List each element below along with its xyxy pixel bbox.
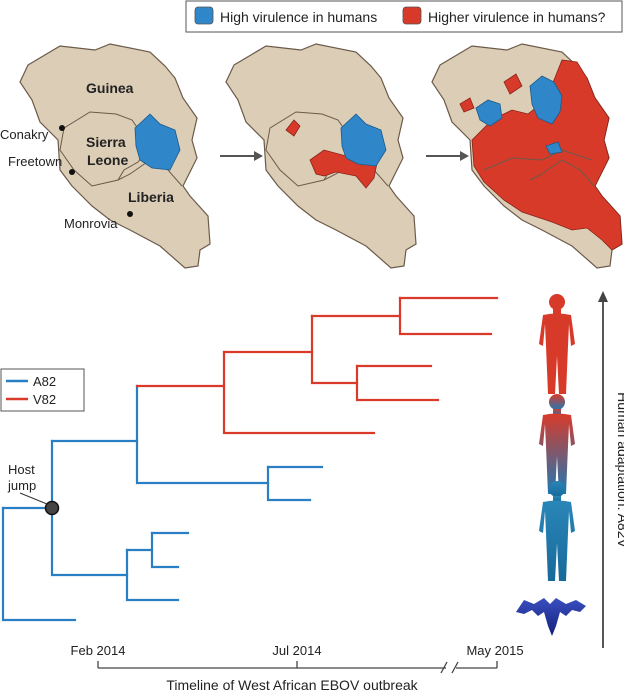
map3-red-spot-2 <box>503 73 523 95</box>
legend-label-a82: A82 <box>33 374 56 389</box>
host-jump-node <box>44 500 60 516</box>
monrovia-dot <box>127 211 133 217</box>
human-gradient-icon <box>539 394 575 494</box>
map-panel-1: Guinea Sierra Leone Liberia Conakry Free… <box>0 43 211 269</box>
tree-branch-lower-sub2 <box>150 531 180 569</box>
map2-high-virulence-area <box>340 113 387 167</box>
map3-border-a <box>483 149 593 171</box>
host-jump-label-line1: Host <box>8 462 35 477</box>
higher-virulence-swatch <box>402 6 422 25</box>
host-jump-label-line2: jump <box>7 478 36 493</box>
progress-arrow-1 <box>220 151 263 161</box>
tick-label-feb-2014: Feb 2014 <box>71 643 126 658</box>
tree-legend-box <box>0 368 85 412</box>
country-label-liberia: Liberia <box>128 189 174 205</box>
host-jump-pointer <box>19 492 48 505</box>
map1-high-virulence-area <box>134 113 181 171</box>
high-virulence-label: High virulence in humans <box>220 9 377 25</box>
city-label-monrovia: Monrovia <box>64 216 118 231</box>
bat-icon <box>516 598 586 636</box>
higher-virulence-label: Higher virulence in humans? <box>428 9 606 25</box>
tree-branch-red-main <box>222 350 376 435</box>
tree-branch-mid <box>135 384 270 485</box>
tree-branch-red-sub <box>310 314 359 385</box>
human-blue-icon <box>539 481 575 581</box>
map-panel-3 <box>431 43 623 269</box>
map1-sierra-leone-border <box>59 111 151 187</box>
progress-arrow-2 <box>426 151 469 161</box>
axis-break-1 <box>440 661 448 674</box>
map3-blue-spot-2 <box>529 75 563 125</box>
tree-branch-mid-clade <box>266 465 312 502</box>
city-label-conakry: Conakry <box>0 127 49 142</box>
map3-blue-spot-3 <box>545 141 563 155</box>
tree-branch-root <box>1 506 77 622</box>
axis-break-2 <box>451 661 459 674</box>
tree-branch-red-top-clade <box>398 296 493 336</box>
map1-land <box>19 43 211 269</box>
tree-branch-hostjump-clade <box>50 439 129 577</box>
human-adaptation-arrow <box>598 291 608 648</box>
timeline-axis: Feb 2014 Jul 2014 May 2015 Timeline of W… <box>71 643 524 693</box>
human-red-icon <box>539 294 575 394</box>
map3-blue-spot-1 <box>475 99 503 127</box>
country-label-sierra: Sierra <box>86 134 126 150</box>
conakry-dot <box>59 125 65 131</box>
map3-red-spot-1 <box>459 97 475 113</box>
map3-border-b <box>529 159 595 187</box>
tree-branch-lower-clade <box>125 548 180 602</box>
tick-label-may-2015: May 2015 <box>466 643 523 658</box>
legend-label-v82: V82 <box>33 392 56 407</box>
map-panel-2 <box>225 43 417 269</box>
tree-legend: A82 V82 <box>0 368 85 412</box>
phylogenetic-tree <box>1 296 499 622</box>
virulence-legend: High virulence in humans Higher virulenc… <box>185 0 623 33</box>
country-label-leone: Leone <box>87 152 128 168</box>
freetown-dot <box>69 169 75 175</box>
map2-higher-virulence-spot <box>285 119 301 137</box>
high-virulence-swatch <box>194 6 214 25</box>
tick-label-jul-2014: Jul 2014 <box>272 643 321 658</box>
country-label-guinea: Guinea <box>86 80 134 96</box>
human-adaptation-label: Human adaptation: A82V <box>615 392 624 548</box>
tree-branch-red-sub-clade <box>355 364 440 402</box>
city-label-freetown: Freetown <box>8 154 62 169</box>
axis-title: Timeline of West African EBOV outbreak <box>166 677 418 693</box>
